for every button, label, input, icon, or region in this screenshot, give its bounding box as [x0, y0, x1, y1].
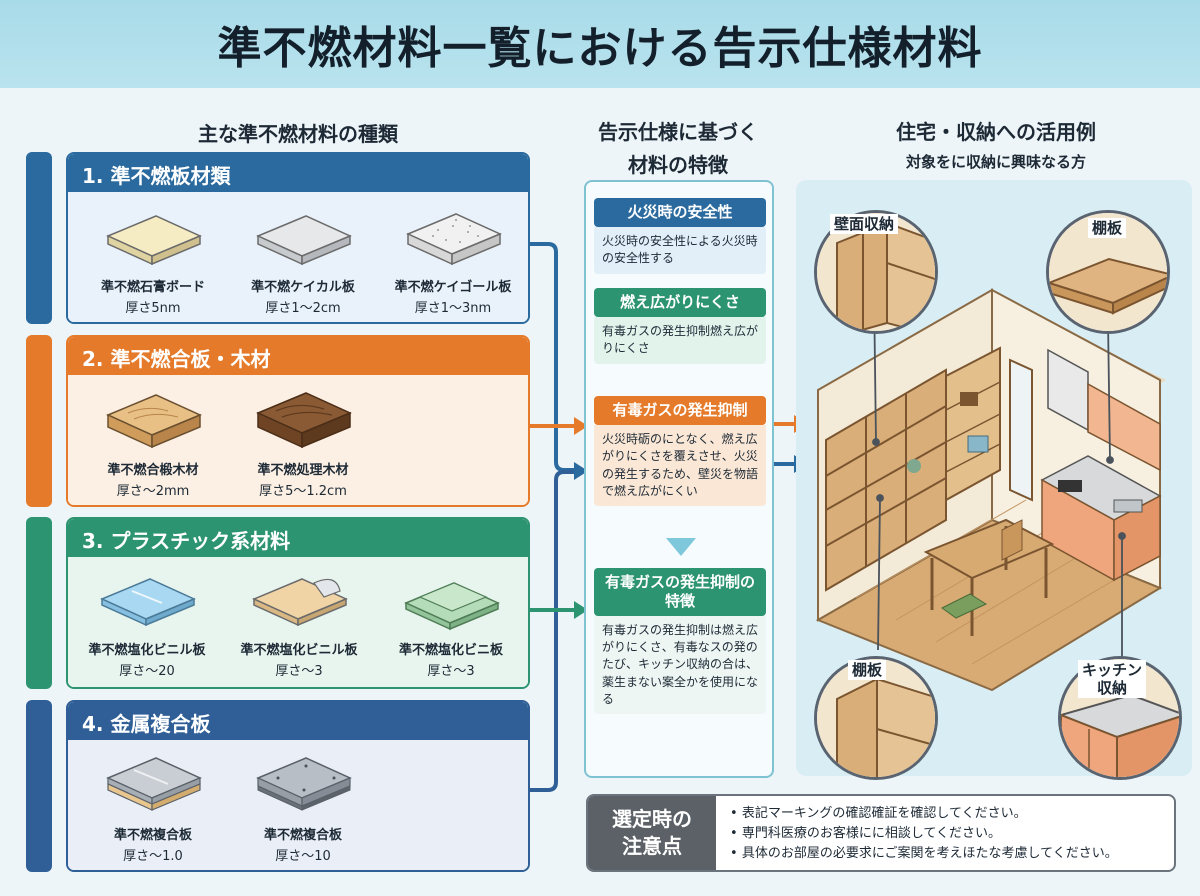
- category-title: 1. 準不燃板材類: [68, 154, 528, 192]
- calcium-silicate-board-icon: [256, 215, 352, 266]
- material-item: 準不燃複合板 厚さ〜1.0: [78, 752, 228, 864]
- list-item: 専門科医療のお客様にに相談してください。: [730, 824, 1118, 844]
- material-item: 準不燃処理木材 厚さ5〜1.2cm: [228, 387, 378, 499]
- material-item: 準不燃塩化ビニ板 厚さ〜3: [376, 569, 526, 679]
- callout-label-wall-storage: 壁面収納: [830, 214, 899, 234]
- connector-line-metal: [530, 470, 576, 792]
- title-bar: 準不燃材料一覧における告示仕様材料: [0, 0, 1200, 88]
- material-item: 準不燃ケイゴール板 厚さ1〜3nm: [378, 206, 528, 316]
- feature-fire-safety: 火災時の安全性 火災時の安全性による火災時の安全性する: [594, 198, 766, 274]
- callout-label-kitchen: キッチン 収納: [1078, 660, 1147, 698]
- right-column-heading: 住宅・収納への活用例 対象をに収納に興味なる方: [896, 120, 1096, 171]
- middle-column-heading: 告示仕様に基づく 材料の特徴: [598, 120, 758, 177]
- arrowhead-green: [574, 601, 588, 619]
- accent-bar-3: [26, 517, 52, 689]
- material-item: 準不燃合椴木材 厚さ〜2mm: [78, 387, 228, 499]
- arrowhead-orange: [574, 417, 588, 435]
- feature-flame-spread: 燃え広がりにくさ 有毒ガスの発生抑制燃え広がりにくさ: [594, 288, 766, 364]
- metal-composite-panel-icon: [106, 757, 202, 811]
- list-item: 具体のお部屋の必要求にご案関を考えほたな考慮してください。: [730, 844, 1118, 864]
- category-title: 2. 準不燃合板・木材: [68, 337, 528, 375]
- category-title: 4. 金属複合板: [68, 702, 528, 740]
- room-illustration: [815, 288, 1166, 692]
- material-item: 準不燃ケイカル板 厚さ1〜2cm: [228, 206, 378, 316]
- selection-notes: 選定時の 注意点 表記マーキングの確認確証を確認してください。 専門科医療のお客…: [586, 794, 1176, 872]
- feature-toxic-gas-detail: 有毒ガスの発生抑制の特徴 有毒ガスの発生抑制は燃え広がりにくさ、有毒なスの発のた…: [594, 568, 766, 715]
- material-item: 準不燃塩化ビニル板 厚さ〜3: [224, 569, 374, 679]
- wall-storage-detail-icon: [817, 213, 935, 331]
- speckled-board-icon: [406, 213, 502, 266]
- accent-bar-2: [26, 335, 52, 507]
- material-item: 準不燃塩化ビニル板 厚さ〜20: [72, 569, 222, 679]
- notes-heading: 選定時の 注意点: [588, 796, 716, 870]
- callout-label-shelf-top: 棚板: [1088, 218, 1127, 238]
- page-title: 準不燃材料一覧における告示仕様材料: [217, 23, 983, 74]
- material-item: 準不燃石膏ボード 厚さ5nm: [78, 206, 228, 316]
- layered-vinyl-sheet-icon: [404, 582, 500, 631]
- clear-vinyl-sheet-icon: [100, 578, 196, 627]
- feature-toxic-gas: 有毒ガスの発生抑制 火災時砺のにとなく、燃え広がりにくさを覆えさせ、火災の発生す…: [594, 396, 766, 507]
- gypsum-board-icon: [106, 215, 202, 266]
- peel-vinyl-sheet-icon: [252, 578, 348, 627]
- connector-arrows: [530, 242, 588, 792]
- notes-list: 表記マーキングの確認確証を確認してください。 専門科医療のお客様にに相談してくだ…: [730, 804, 1118, 864]
- category-panel-wood: 2. 準不燃合板・木材 準不燃合椴木材 厚さ〜2mm 準不燃処理木材 厚さ5〜1…: [66, 335, 530, 507]
- arrowhead-blue: [574, 462, 588, 480]
- category-title: 3. プラスチック系材料: [68, 519, 528, 557]
- down-arrow-icon: [666, 538, 696, 556]
- list-item: 表記マーキングの確認確証を確認してください。: [730, 804, 1118, 824]
- features-column: 火災時の安全性 火災時の安全性による火災時の安全性する 燃え広がりにくさ 有毒ガ…: [584, 180, 774, 778]
- accent-bar-1: [26, 152, 52, 324]
- treated-wood-icon: [256, 392, 352, 449]
- connector-line-board: [530, 242, 576, 472]
- category-panel-board: 1. 準不燃板材類 準不燃石膏ボード 厚さ5nm 準不燃ケイカル板 厚さ1〜2c…: [66, 152, 530, 324]
- category-panel-plastic: 3. プラスチック系材料 準不燃塩化ビニル板 厚さ〜20 準不燃塩化ビニル板 厚…: [66, 517, 530, 689]
- plywood-icon: [106, 394, 202, 449]
- material-item: 準不燃複合板 厚さ〜10: [228, 752, 378, 864]
- metal-composite-panel-icon: [256, 757, 352, 811]
- accent-bar-4: [26, 700, 52, 872]
- shelf-board-detail-icon: [817, 659, 935, 777]
- left-column-heading: 主な準不燃材料の種類: [198, 122, 398, 146]
- callout-label-shelf-bottom: 棚板: [848, 660, 887, 680]
- category-panel-metal: 4. 金属複合板 準不燃複合板 厚さ〜1.0 準不燃複合: [66, 700, 530, 872]
